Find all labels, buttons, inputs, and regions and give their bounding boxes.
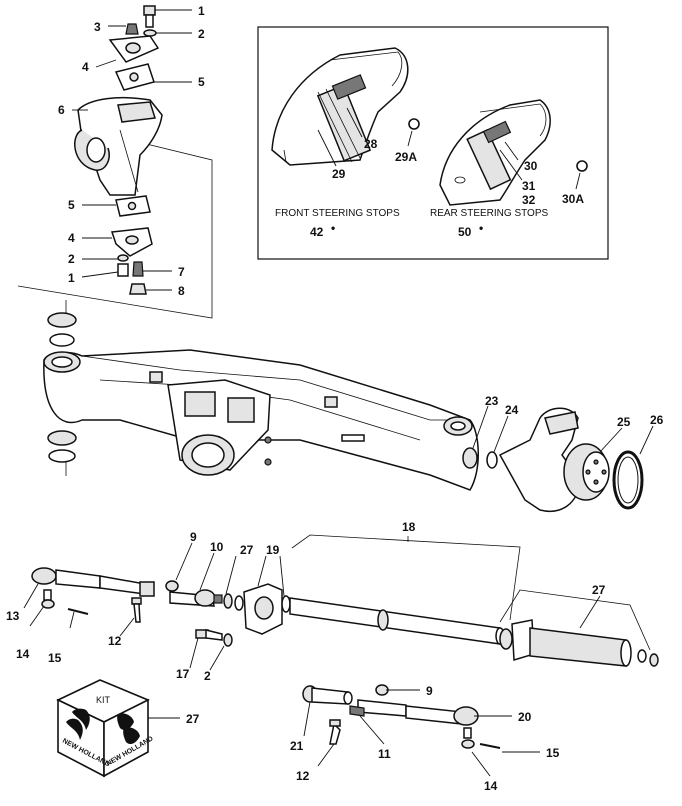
callout-14-left: 14 [16,647,30,661]
bullet-42: • [331,221,335,235]
rear-stop-bolt [466,128,512,191]
callout-12-lower: 12 [296,769,310,783]
callout-5-bottom: 5 [68,198,75,212]
steering-linkage: 18 [6,520,659,793]
bullet-50: • [479,221,483,235]
callout-8: 8 [178,284,185,298]
new-holland-leaf-icon-left [66,708,90,740]
callout-29: 29 [332,167,346,181]
callout-7: 7 [178,265,185,279]
callout-17: 17 [176,667,190,681]
callout-2-top: 2 [198,27,205,41]
callout-1-top: 1 [198,4,205,18]
callout-32: 32 [522,193,536,207]
callout-3: 3 [94,20,101,34]
rear-steering-stop-drawing [439,99,551,206]
kit-label: KIT [96,695,111,705]
callout-9-lower: 9 [426,684,433,698]
bushing-24 [486,451,498,469]
callout-10: 10 [210,540,224,554]
axle-beam-assembly: 23 24 25 26 [43,300,664,512]
knuckle-exploded-stack: 1 2 3 4 5 6 5 4 2 7 1 8 [17,4,213,319]
callout-25: 25 [617,415,631,429]
front-steering-stop-drawing [271,47,409,166]
callout-24: 24 [505,403,519,417]
new-holland-leaf-icon-right [117,713,140,744]
callout-15-right: 15 [546,746,560,760]
callout-27-left: 27 [240,543,254,557]
front-steering-stops-label: FRONT STEERING STOPS [275,208,400,219]
callout-6: 6 [58,103,65,117]
callout-30a: 30A [562,192,584,206]
callout-42: 42 [310,225,324,239]
callout-28: 28 [364,137,378,151]
callout-2-linkage: 2 [204,669,211,683]
callout-31: 31 [522,179,536,193]
callout-14-right: 14 [484,779,498,793]
callout-23: 23 [485,394,499,408]
callout-12-upper: 12 [108,634,122,648]
guide-lines [17,139,213,319]
callout-21: 21 [290,739,304,753]
callout-9-upper: 9 [190,530,197,544]
callout-5-top: 5 [198,75,205,89]
callout-19: 19 [266,543,280,557]
callout-13: 13 [6,609,20,623]
steering-stops-inset: 28 29 29A 30 31 32 30A FRONT STEERING ST… [257,26,609,260]
callout-1-bottom: 1 [68,271,75,285]
seal-23 [462,447,478,469]
front-stop-bolt [316,84,372,162]
callout-29a: 29A [395,150,417,164]
washer-30a-icon [576,160,588,172]
callout-2-bottom: 2 [68,252,75,266]
front-stop-nut [331,74,367,100]
callout-50: 50 [458,225,472,239]
rear-steering-stops-label: REAR STEERING STOPS [430,208,549,219]
callout-4-bottom: 4 [68,231,75,245]
callout-27-right: 27 [592,583,606,597]
callout-20: 20 [518,710,532,724]
washer-29a-icon [408,118,420,130]
callout-27-kit: 27 [186,712,200,726]
rear-stop-nut [482,120,512,144]
seal-ring-26 [612,450,644,510]
kit-box: KIT NEW HOLLAND NEW HOLLAND 27 [56,679,200,778]
callout-11: 11 [378,747,391,761]
callout-30: 30 [524,159,538,173]
callout-4-top: 4 [82,60,89,74]
callout-15-left: 15 [48,651,62,665]
callout-26: 26 [650,413,664,427]
callout-18: 18 [402,520,416,534]
